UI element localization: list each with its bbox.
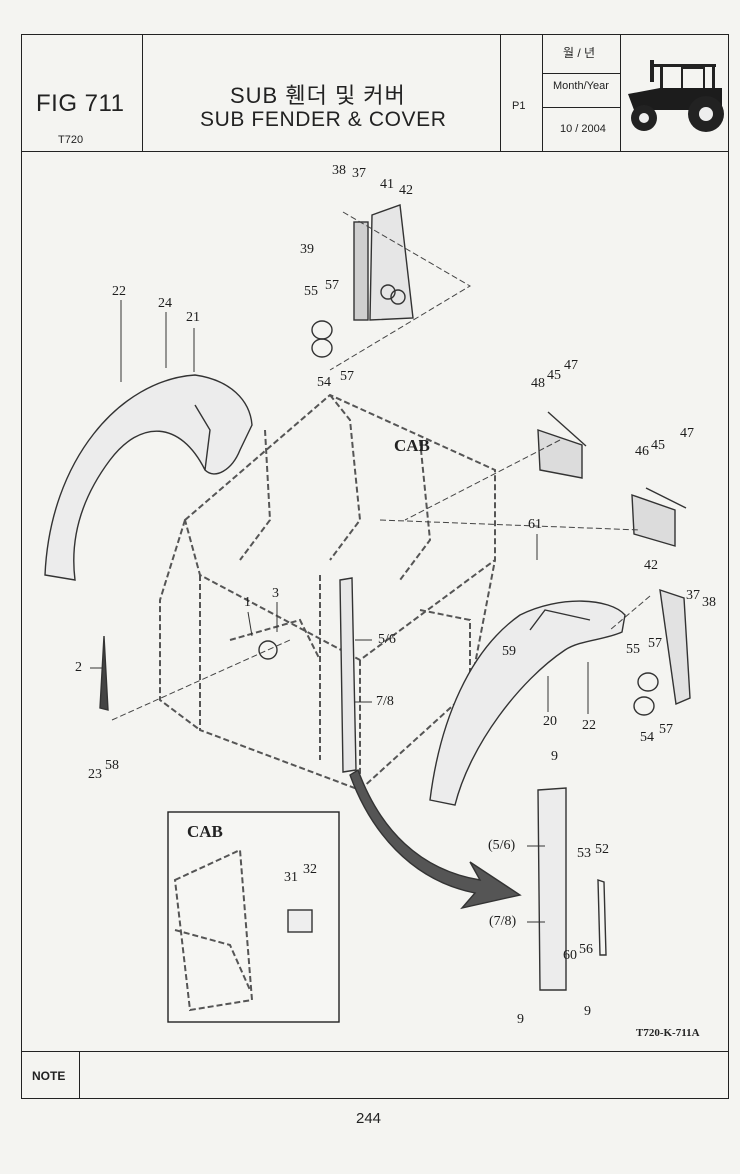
- note-label: NOTE: [32, 1069, 66, 1083]
- callout-38: 38: [332, 163, 346, 178]
- month-year-label: Month/Year: [553, 80, 609, 92]
- callout-55: 55: [626, 642, 640, 657]
- callout-57: 57: [325, 278, 339, 293]
- month-year-korean: 월 / 년: [563, 46, 596, 60]
- callout-20: 20: [543, 714, 557, 729]
- callout-24: 24: [158, 296, 172, 311]
- bracket-37-38: [659, 588, 691, 706]
- inset-cab-frame: [173, 848, 254, 1012]
- callout-31: 31: [284, 870, 298, 885]
- page-code: P1: [512, 100, 526, 112]
- callout-2: 2: [75, 660, 82, 675]
- callout-55: 55: [304, 284, 318, 299]
- page-number: 244: [356, 1110, 382, 1127]
- callout-42: 42: [399, 183, 413, 198]
- callout-22: 22: [582, 718, 596, 733]
- mudflap-46: [631, 493, 676, 547]
- callout-61: 61: [528, 517, 542, 532]
- callout-48: 48: [531, 376, 545, 391]
- callout-60: 60: [563, 948, 577, 963]
- fender-20: [429, 600, 626, 806]
- cab-label: CAB: [394, 436, 430, 455]
- callout-53: 53: [577, 846, 591, 861]
- date-value: 10 / 2004: [560, 123, 606, 135]
- callout-9: 9: [551, 749, 558, 764]
- cover-41: [369, 204, 414, 321]
- callout-57: 57: [648, 636, 662, 651]
- pillar-cover-main: [339, 577, 357, 773]
- callout-54: 54: [317, 375, 331, 390]
- callout-47: 47: [564, 358, 578, 373]
- pillar-cover-detail: [537, 787, 567, 991]
- inset-box: [167, 811, 340, 1023]
- callout-7-8-detail: (7/8): [489, 914, 517, 929]
- header-box: [21, 34, 729, 152]
- callout-9: 9: [517, 1012, 524, 1027]
- callout-37: 37: [352, 166, 366, 181]
- callout-45: 45: [547, 368, 561, 383]
- callout-23: 23: [88, 767, 102, 782]
- callout-41: 41: [380, 177, 394, 192]
- title-korean: SUB 휀더 및 커버: [230, 83, 406, 108]
- callout-57: 57: [340, 369, 354, 384]
- callout-46: 46: [635, 444, 649, 459]
- drawing-code: T720-K-711A: [636, 1027, 700, 1039]
- callout-45: 45: [651, 438, 665, 453]
- callout-58: 58: [105, 758, 119, 773]
- callout-57: 57: [659, 722, 673, 737]
- callout-9: 9: [584, 1004, 591, 1019]
- title-english: SUB FENDER & COVER: [200, 108, 447, 131]
- callout-42: 42: [644, 558, 658, 573]
- callout-54: 54: [640, 730, 654, 745]
- callout-3: 3: [272, 586, 279, 601]
- callout-21: 21: [186, 310, 200, 325]
- warning-label-31: [287, 909, 313, 933]
- callout-32: 32: [303, 862, 317, 877]
- callout-38: 38: [702, 595, 716, 610]
- callout-59: 59: [502, 644, 516, 659]
- callout-47: 47: [680, 426, 694, 441]
- callout-22: 22: [112, 284, 126, 299]
- tractor-icon: [628, 60, 724, 132]
- callout-7-8: 7/8: [376, 694, 394, 709]
- mudflap-48: [537, 429, 583, 479]
- callout-37: 37: [686, 588, 700, 603]
- fender-21: [44, 374, 253, 581]
- arrow-to-detail: [349, 768, 522, 910]
- callout-1: 1: [244, 595, 251, 610]
- note-box: [21, 1052, 729, 1099]
- callout-52: 52: [595, 842, 609, 857]
- model-label: T720: [58, 134, 84, 146]
- callout-5-6: 5/6: [378, 632, 396, 647]
- callout-5-6-detail: (5/6): [488, 838, 516, 853]
- callout-39: 39: [300, 242, 314, 257]
- callout-56: 56: [579, 942, 593, 957]
- reflector-2: [99, 635, 109, 711]
- inset-cab-label: CAB: [187, 822, 223, 841]
- fig-label: FIG 711: [36, 90, 125, 117]
- diagram-frame: [21, 152, 729, 1052]
